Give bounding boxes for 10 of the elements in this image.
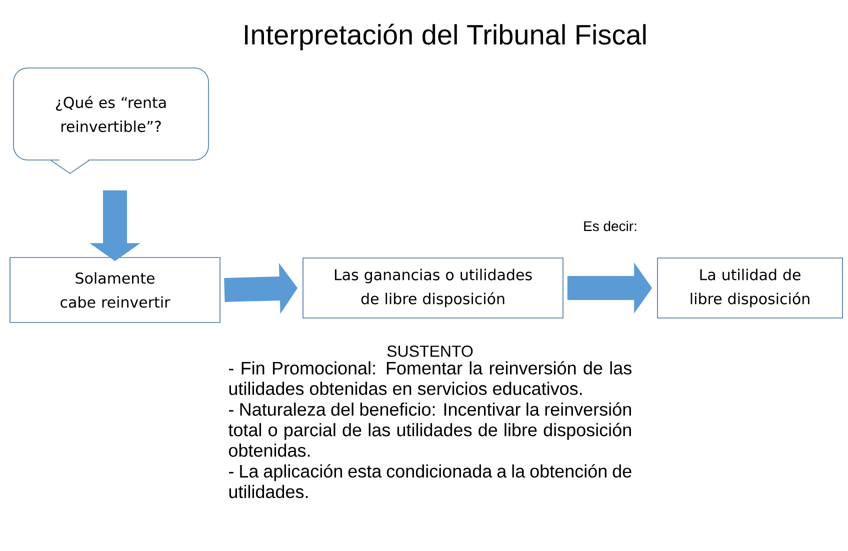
note-text: - La aplicación esta condicionada a la obtención de utilidades. xyxy=(229,464,632,498)
section-heading: SUSTENTO xyxy=(387,346,473,357)
speech-bubble: ¿Qué es “renta reinvertible”? xyxy=(13,68,209,174)
note-text: - Naturaleza del beneficio: Incentivar la reinversión total o parcial de las utilidades de libre disposición obtenidas. xyxy=(228,402,631,457)
process-box: Solamente cabe reinvertir xyxy=(10,257,220,323)
note-text: - Fin Promocional: Fomentar la reinversión de las utilidades obtenidas en servicios educativos. xyxy=(229,361,632,396)
process-box: La utilidad de libre disposición xyxy=(657,258,843,318)
edge-label: Es decir: xyxy=(584,220,636,232)
process-box: Las ganancias o utilidades de libre disposición xyxy=(302,258,564,318)
title: Interpretación del Tribunal Fiscal xyxy=(245,24,646,50)
